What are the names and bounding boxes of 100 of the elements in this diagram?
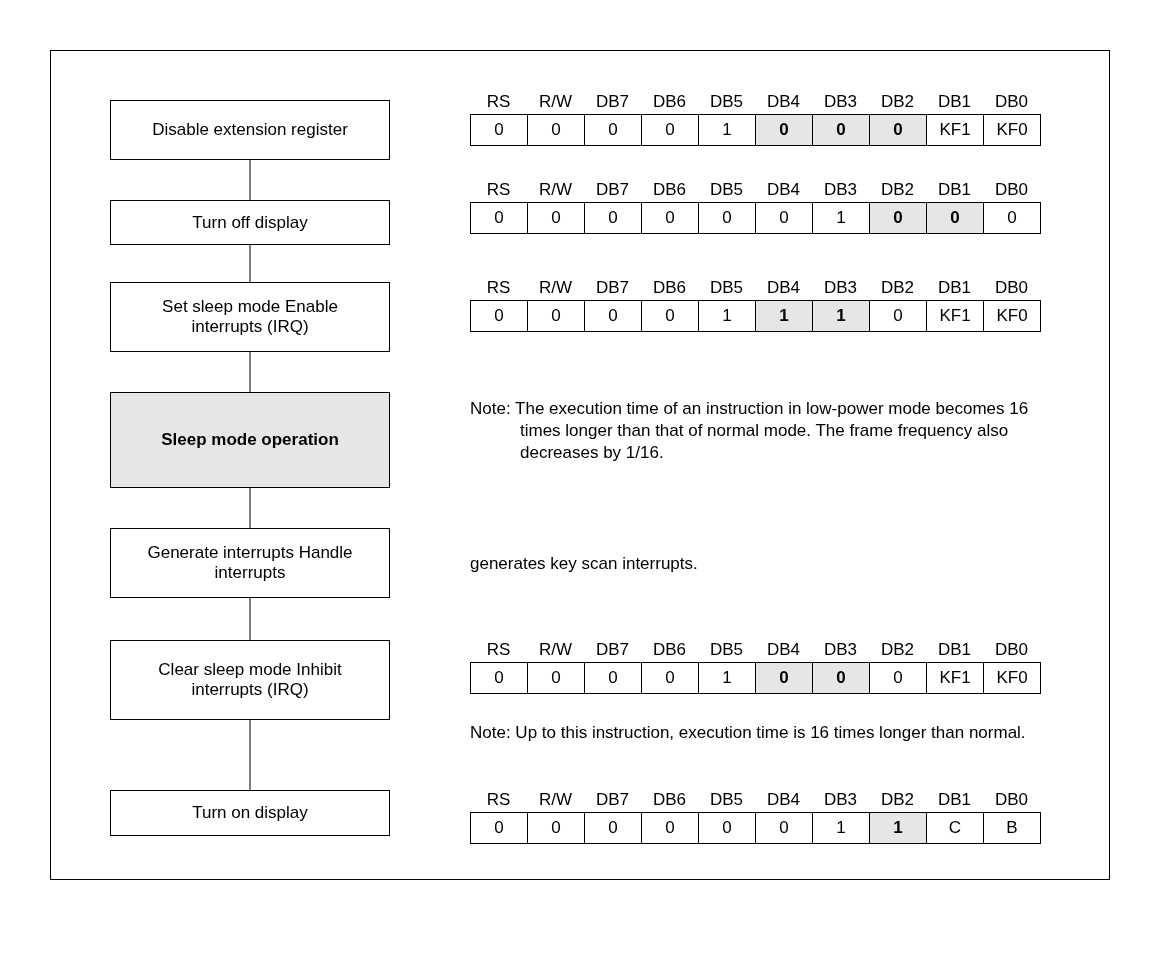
process-box: Clear sleep mode Inhibit interrupts (IRQ)	[110, 640, 390, 720]
table-cell: 0	[755, 662, 813, 694]
note-text: Note: Up to this instruction, execution time is 16 times longer than normal.	[470, 722, 1027, 744]
process-box: Generate interrupts Handle interrupts	[110, 528, 390, 598]
column-header: DB5	[708, 180, 745, 200]
column-header: DB0	[993, 180, 1030, 200]
column-header: DB4	[765, 180, 802, 200]
column-header: DB6	[651, 790, 688, 810]
column-header: RS	[485, 278, 512, 298]
column-header: DB7	[594, 640, 631, 660]
table-cell: 0	[527, 202, 585, 234]
table-cell: 0	[812, 114, 870, 146]
column-header: DB2	[879, 790, 916, 810]
column-header: DB6	[651, 180, 688, 200]
column-header: DB5	[708, 640, 745, 660]
connector-line	[249, 597, 251, 641]
table-cell: 0	[527, 812, 585, 844]
process-box: Set sleep mode Enable interrupts (IRQ)	[110, 282, 390, 352]
table-cell: 0	[470, 812, 528, 844]
column-header: DB2	[879, 180, 916, 200]
table-cell: 0	[584, 662, 642, 694]
table-cell: KF0	[983, 114, 1041, 146]
table-cell: KF0	[983, 300, 1041, 332]
table-cell: 0	[698, 202, 756, 234]
column-header: DB4	[765, 640, 802, 660]
table-cell: 0	[983, 202, 1041, 234]
column-header: RS	[485, 640, 512, 660]
table-cell: 0	[641, 202, 699, 234]
table-cell: 0	[926, 202, 984, 234]
column-header: DB1	[936, 640, 973, 660]
table-cell: 1	[869, 812, 927, 844]
table-cell: 0	[869, 662, 927, 694]
column-header: DB7	[594, 92, 631, 112]
table-cell: 0	[470, 202, 528, 234]
table-cell: 0	[755, 812, 813, 844]
table-cell: B	[983, 812, 1041, 844]
process-box: Turn on display	[110, 790, 390, 836]
column-header: DB0	[993, 640, 1030, 660]
process-box: Sleep mode operation	[110, 392, 390, 488]
table-cell: 0	[641, 662, 699, 694]
table-cell: 0	[584, 202, 642, 234]
table-cell: 0	[527, 300, 585, 332]
column-header: DB3	[822, 640, 859, 660]
table-cell: 1	[755, 300, 813, 332]
column-header: DB7	[594, 278, 631, 298]
column-header: RS	[485, 180, 512, 200]
column-header: DB4	[765, 790, 802, 810]
table-cell: 0	[698, 812, 756, 844]
table-cell: 0	[869, 202, 927, 234]
connector-line	[249, 244, 251, 283]
column-header: DB6	[651, 278, 688, 298]
table-cell: KF1	[926, 662, 984, 694]
column-header: DB5	[708, 278, 745, 298]
column-header: DB3	[822, 180, 859, 200]
connector-line	[249, 719, 251, 791]
table-cell: 0	[755, 114, 813, 146]
column-header: DB7	[594, 790, 631, 810]
table-cell: 0	[584, 300, 642, 332]
column-header: R/W	[537, 180, 573, 200]
column-header: RS	[485, 790, 512, 810]
table-cell: 0	[869, 300, 927, 332]
column-header: DB6	[651, 92, 688, 112]
table-cell: C	[926, 812, 984, 844]
note-text: Note: The execution time of an instruction in low-power mode becomes 16 times longer than that of normal mode. The frame frequency also decreases by 1/16.	[470, 398, 1030, 464]
table-cell: 0	[755, 202, 813, 234]
column-header: DB4	[765, 92, 802, 112]
table-cell: 0	[869, 114, 927, 146]
column-header: DB5	[708, 92, 745, 112]
table-cell: 0	[641, 300, 699, 332]
connector-line	[249, 351, 251, 393]
process-box: Disable extension register	[110, 100, 390, 160]
connector-line	[249, 487, 251, 529]
column-header: DB2	[879, 92, 916, 112]
table-cell: 0	[584, 114, 642, 146]
column-header: DB1	[936, 278, 973, 298]
column-header: R/W	[537, 790, 573, 810]
connector-line	[249, 159, 251, 201]
table-cell: 1	[812, 300, 870, 332]
column-header: DB0	[993, 790, 1030, 810]
column-header: DB1	[936, 790, 973, 810]
table-cell: 0	[527, 114, 585, 146]
table-cell: KF1	[926, 114, 984, 146]
column-header: R/W	[537, 92, 573, 112]
table-cell: 0	[470, 662, 528, 694]
table-cell: 0	[812, 662, 870, 694]
column-header: DB2	[879, 278, 916, 298]
column-header: DB5	[708, 790, 745, 810]
table-cell: 0	[470, 300, 528, 332]
column-header: DB7	[594, 180, 631, 200]
column-header: DB3	[822, 278, 859, 298]
table-cell: 0	[641, 114, 699, 146]
column-header: R/W	[537, 278, 573, 298]
table-cell: KF1	[926, 300, 984, 332]
table-cell: KF0	[983, 662, 1041, 694]
column-header: DB0	[993, 278, 1030, 298]
table-cell: 0	[641, 812, 699, 844]
column-header: DB6	[651, 640, 688, 660]
column-header: DB1	[936, 180, 973, 200]
column-header: DB2	[879, 640, 916, 660]
table-cell: 0	[527, 662, 585, 694]
